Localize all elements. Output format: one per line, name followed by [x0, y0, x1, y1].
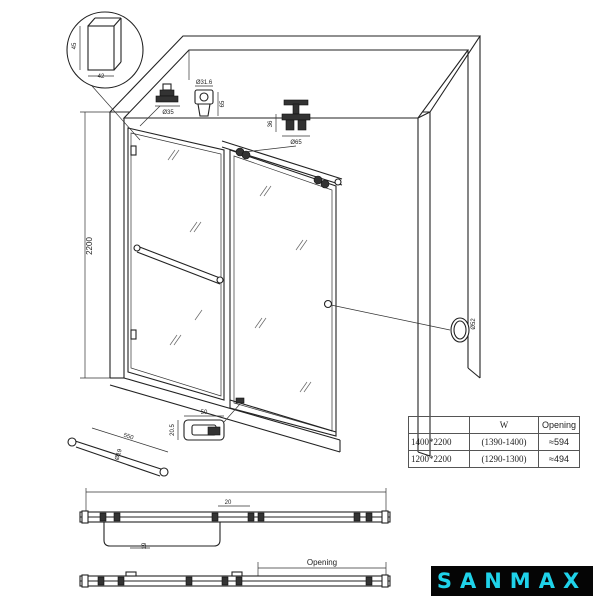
fixed-glass-panel — [127, 127, 225, 401]
top-gap-label: 20 — [225, 500, 232, 506]
handle-dia-label: Ø19 — [114, 448, 123, 461]
knob-dia-label: Ø52 — [471, 318, 477, 330]
table-cell: 1400*2200 — [408, 433, 470, 451]
profile-detail-callout: 45 42 — [66, 11, 144, 141]
height-dimension: 2200 — [80, 111, 130, 379]
table-header-row: W Opening — [408, 416, 580, 434]
table-header-cell — [408, 416, 470, 434]
sliding-glass-door — [229, 149, 337, 437]
handle-length-label: 550 — [123, 433, 135, 442]
table-header-cell: Opening — [538, 416, 580, 434]
guide-width-label: 50 — [201, 410, 208, 416]
size-spec-table: W Opening 1400*2200 (1390-1400) ≈594 120… — [408, 416, 580, 468]
table-cell: ≈494 — [538, 450, 580, 468]
top-wheel-detail: 36 Ø65 — [243, 99, 311, 153]
table-row: 1400*2200 (1390-1400) ≈594 — [408, 433, 580, 451]
roller-dia-label: Ø31.6 — [196, 80, 213, 86]
table-cell: (1390-1400) — [469, 433, 539, 451]
bar-offset-label: 19 — [142, 542, 148, 549]
brand-logo: SANMAX — [431, 566, 593, 596]
towel-bar — [133, 244, 224, 285]
height-label: 2200 — [85, 237, 94, 255]
plan-view-bottom: Opening — [79, 558, 391, 588]
bottom-track — [229, 397, 337, 433]
plan-view-top: 20 19 — [79, 488, 391, 549]
wheel-height-label: 36 — [268, 120, 274, 127]
floor-guide-detail: 50 20.5 — [170, 403, 241, 441]
table-cell: (1290-1300) — [469, 450, 539, 468]
handle-detail: 550 Ø19 — [67, 427, 169, 477]
knob-detail: Ø52 — [330, 304, 477, 343]
bracket-dia-label: Ø35 — [162, 110, 174, 116]
opening-label: Opening — [307, 558, 337, 567]
table-row: 1200*2200 (1290-1300) ≈494 — [408, 450, 580, 468]
table-cell: 1200*2200 — [408, 450, 470, 468]
table-cell: ≈594 — [538, 433, 580, 451]
wheel-dia-label: Ø65 — [290, 140, 302, 146]
guide-height-label: 20.5 — [170, 424, 176, 436]
profile-width-label: 42 — [98, 74, 105, 80]
profile-height-label: 45 — [72, 42, 78, 49]
bracket-height-label: 65 — [220, 100, 226, 107]
door-knob-icon — [323, 299, 333, 309]
table-header-cell: W — [469, 416, 539, 434]
top-rail — [221, 140, 343, 189]
hinge-bracket-detail: Ø35 Ø31.6 65 — [139, 80, 226, 127]
